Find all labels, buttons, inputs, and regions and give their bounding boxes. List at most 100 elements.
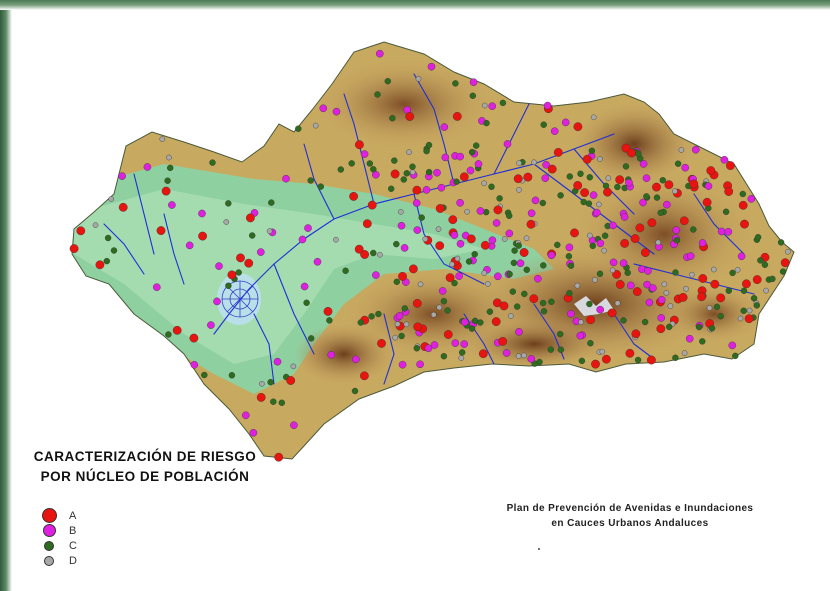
- population-nucleus-marker: [488, 236, 497, 244]
- population-nucleus-marker: [596, 305, 605, 314]
- population-nucleus-marker: [639, 198, 647, 207]
- population-nucleus-marker: [505, 229, 514, 238]
- population-nucleus-marker: [370, 166, 377, 173]
- population-nucleus-marker: [409, 169, 416, 175]
- population-nucleus-marker: [152, 283, 161, 292]
- population-nucleus-marker: [601, 232, 609, 239]
- population-nucleus-marker: [362, 219, 372, 229]
- population-nucleus-marker: [710, 279, 720, 289]
- population-nucleus-marker: [393, 240, 400, 248]
- population-nucleus-marker: [401, 305, 408, 312]
- population-nucleus-marker: [69, 244, 79, 254]
- population-nucleus-marker: [656, 324, 666, 334]
- population-nucleus-marker: [469, 92, 476, 100]
- population-nucleus-marker: [523, 266, 530, 274]
- population-nucleus-marker: [639, 160, 648, 168]
- population-nucleus-marker: [589, 191, 598, 199]
- population-nucleus-marker: [713, 303, 721, 311]
- population-nucleus-marker: [412, 199, 421, 207]
- population-nucleus-marker: [256, 392, 266, 402]
- population-nucleus-marker: [509, 288, 516, 295]
- population-nucleus-marker: [724, 227, 733, 236]
- population-nucleus-marker: [267, 379, 274, 386]
- population-nucleus-marker: [557, 192, 564, 199]
- legend-label-c: C: [69, 539, 77, 552]
- population-nucleus-marker: [118, 172, 126, 180]
- plan-caption-line1: Plan de Prevención de Avenidas e Inundac…: [506, 503, 754, 514]
- population-nucleus-marker: [266, 228, 273, 234]
- plan-caption-line2: en Cauces Urbanos Andaluces: [551, 518, 709, 529]
- population-nucleus-marker: [466, 166, 475, 175]
- population-nucleus-marker: [397, 221, 406, 230]
- population-nucleus-marker: [576, 331, 585, 340]
- population-nucleus-marker: [747, 195, 756, 203]
- population-nucleus-marker: [635, 150, 642, 158]
- legend-swatch-d: [44, 555, 54, 566]
- population-nucleus-marker: [403, 321, 410, 328]
- population-nucleus-marker: [573, 181, 583, 190]
- population-nucleus-marker: [527, 209, 536, 217]
- population-nucleus-marker: [286, 376, 296, 385]
- population-nucleus-marker: [726, 161, 735, 171]
- population-nucleus-marker: [614, 300, 621, 307]
- population-nucleus-marker: [460, 340, 469, 348]
- population-nucleus-marker: [413, 345, 420, 352]
- population-nucleus-marker: [539, 299, 547, 307]
- population-nucleus-marker: [657, 295, 666, 304]
- population-nucleus-marker: [425, 168, 433, 176]
- population-nucleus-marker: [488, 102, 497, 110]
- population-nucleus-marker: [615, 175, 625, 185]
- population-nucleus-marker: [609, 258, 618, 267]
- population-nucleus-marker: [624, 269, 631, 276]
- population-nucleus-marker: [354, 244, 364, 254]
- population-nucleus-marker: [565, 253, 573, 260]
- population-nucleus-marker: [603, 187, 612, 197]
- population-nucleus-marker: [529, 294, 539, 304]
- population-nucleus-marker: [586, 315, 595, 325]
- population-nucleus-marker: [663, 200, 671, 209]
- population-nucleus-marker: [168, 201, 176, 209]
- population-nucleus-marker: [683, 285, 689, 292]
- population-nucleus-marker: [448, 215, 458, 225]
- population-nucleus-marker: [498, 336, 508, 346]
- population-nucleus-marker: [641, 248, 650, 258]
- population-nucleus-marker: [351, 355, 360, 364]
- population-nucleus-marker: [547, 251, 556, 260]
- population-nucleus-marker: [601, 247, 608, 254]
- population-nucleus-marker: [408, 264, 418, 274]
- population-nucleus-marker: [740, 307, 747, 314]
- population-nucleus-marker: [531, 196, 540, 205]
- population-nucleus-marker: [515, 353, 522, 360]
- population-nucleus-marker: [368, 313, 375, 320]
- population-nucleus-marker: [663, 289, 670, 296]
- population-nucleus-marker: [737, 252, 746, 261]
- population-nucleus-marker: [673, 237, 680, 244]
- population-nucleus-marker: [596, 201, 602, 208]
- population-nucleus-marker: [241, 411, 250, 420]
- population-nucleus-marker: [599, 348, 606, 355]
- population-nucleus-marker: [597, 156, 603, 162]
- population-nucleus-marker: [678, 147, 685, 153]
- population-nucleus-marker: [459, 349, 466, 356]
- population-nucleus-marker: [643, 193, 650, 200]
- population-nucleus-marker: [469, 78, 478, 86]
- population-nucleus-marker: [400, 176, 407, 183]
- population-nucleus-marker: [445, 273, 455, 283]
- population-nucleus-marker: [108, 196, 114, 202]
- population-nucleus-marker: [441, 153, 450, 162]
- population-nucleus-marker: [627, 148, 636, 158]
- population-nucleus-marker: [521, 352, 527, 359]
- population-nucleus-marker: [416, 360, 424, 369]
- population-nucleus-marker: [333, 236, 339, 243]
- population-nucleus-marker: [413, 322, 423, 332]
- population-nucleus-marker: [425, 141, 433, 149]
- population-nucleus-marker: [244, 258, 254, 268]
- population-nucleus-marker: [449, 261, 455, 268]
- population-nucleus-marker: [757, 257, 764, 264]
- population-nucleus-marker: [290, 421, 298, 430]
- population-nucleus-marker: [249, 428, 258, 437]
- population-nucleus-marker: [268, 199, 275, 206]
- population-nucleus-marker: [248, 232, 256, 239]
- population-nucleus-marker: [357, 319, 364, 326]
- population-nucleus-marker: [620, 213, 629, 221]
